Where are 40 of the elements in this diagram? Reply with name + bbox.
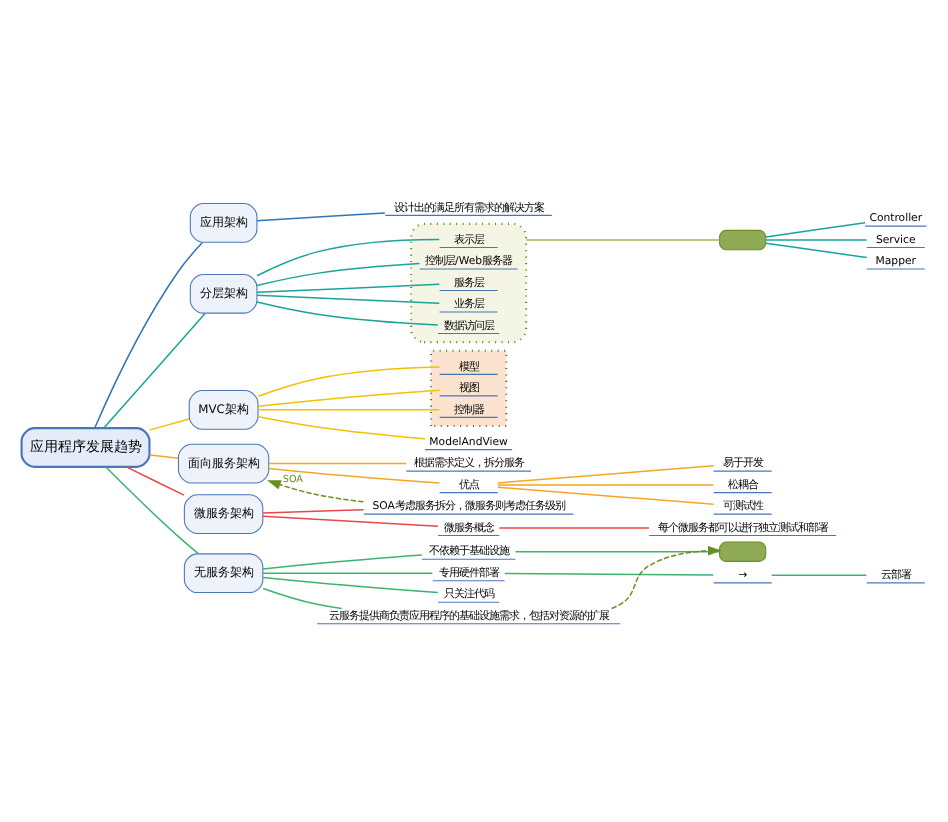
arrow bbox=[610, 544, 722, 609]
connector bbox=[262, 571, 434, 573]
connector bbox=[257, 388, 441, 406]
connector bbox=[496, 464, 715, 483]
connector bbox=[771, 573, 868, 576]
connector bbox=[765, 221, 866, 237]
connector bbox=[262, 508, 365, 513]
connector bbox=[765, 241, 868, 258]
connector bbox=[94, 240, 204, 428]
connector bbox=[262, 553, 423, 569]
connector bbox=[257, 365, 441, 396]
node-box bbox=[719, 228, 767, 250]
connector bbox=[256, 293, 441, 304]
connector bbox=[262, 575, 439, 593]
connector bbox=[268, 466, 441, 483]
connector bbox=[257, 415, 426, 439]
connector bbox=[262, 514, 439, 527]
connector bbox=[149, 417, 190, 430]
connector bbox=[256, 237, 441, 276]
connector bbox=[125, 465, 185, 495]
connector bbox=[496, 485, 715, 505]
connector bbox=[149, 453, 179, 459]
connector bbox=[765, 238, 868, 240]
arrow bbox=[267, 479, 365, 502]
connector bbox=[262, 586, 343, 609]
connector bbox=[498, 526, 650, 528]
connector bbox=[256, 211, 386, 221]
node-box bbox=[719, 540, 767, 561]
cluster bbox=[410, 221, 528, 343]
connector bbox=[497, 483, 714, 485]
connector bbox=[105, 465, 200, 554]
connector bbox=[256, 282, 441, 293]
connector bbox=[256, 300, 439, 325]
connector bbox=[503, 571, 715, 575]
connector bbox=[103, 311, 206, 428]
cluster bbox=[429, 348, 508, 427]
connector bbox=[257, 408, 441, 410]
connector bbox=[525, 238, 721, 240]
connector bbox=[256, 261, 421, 286]
connector bbox=[268, 461, 407, 464]
